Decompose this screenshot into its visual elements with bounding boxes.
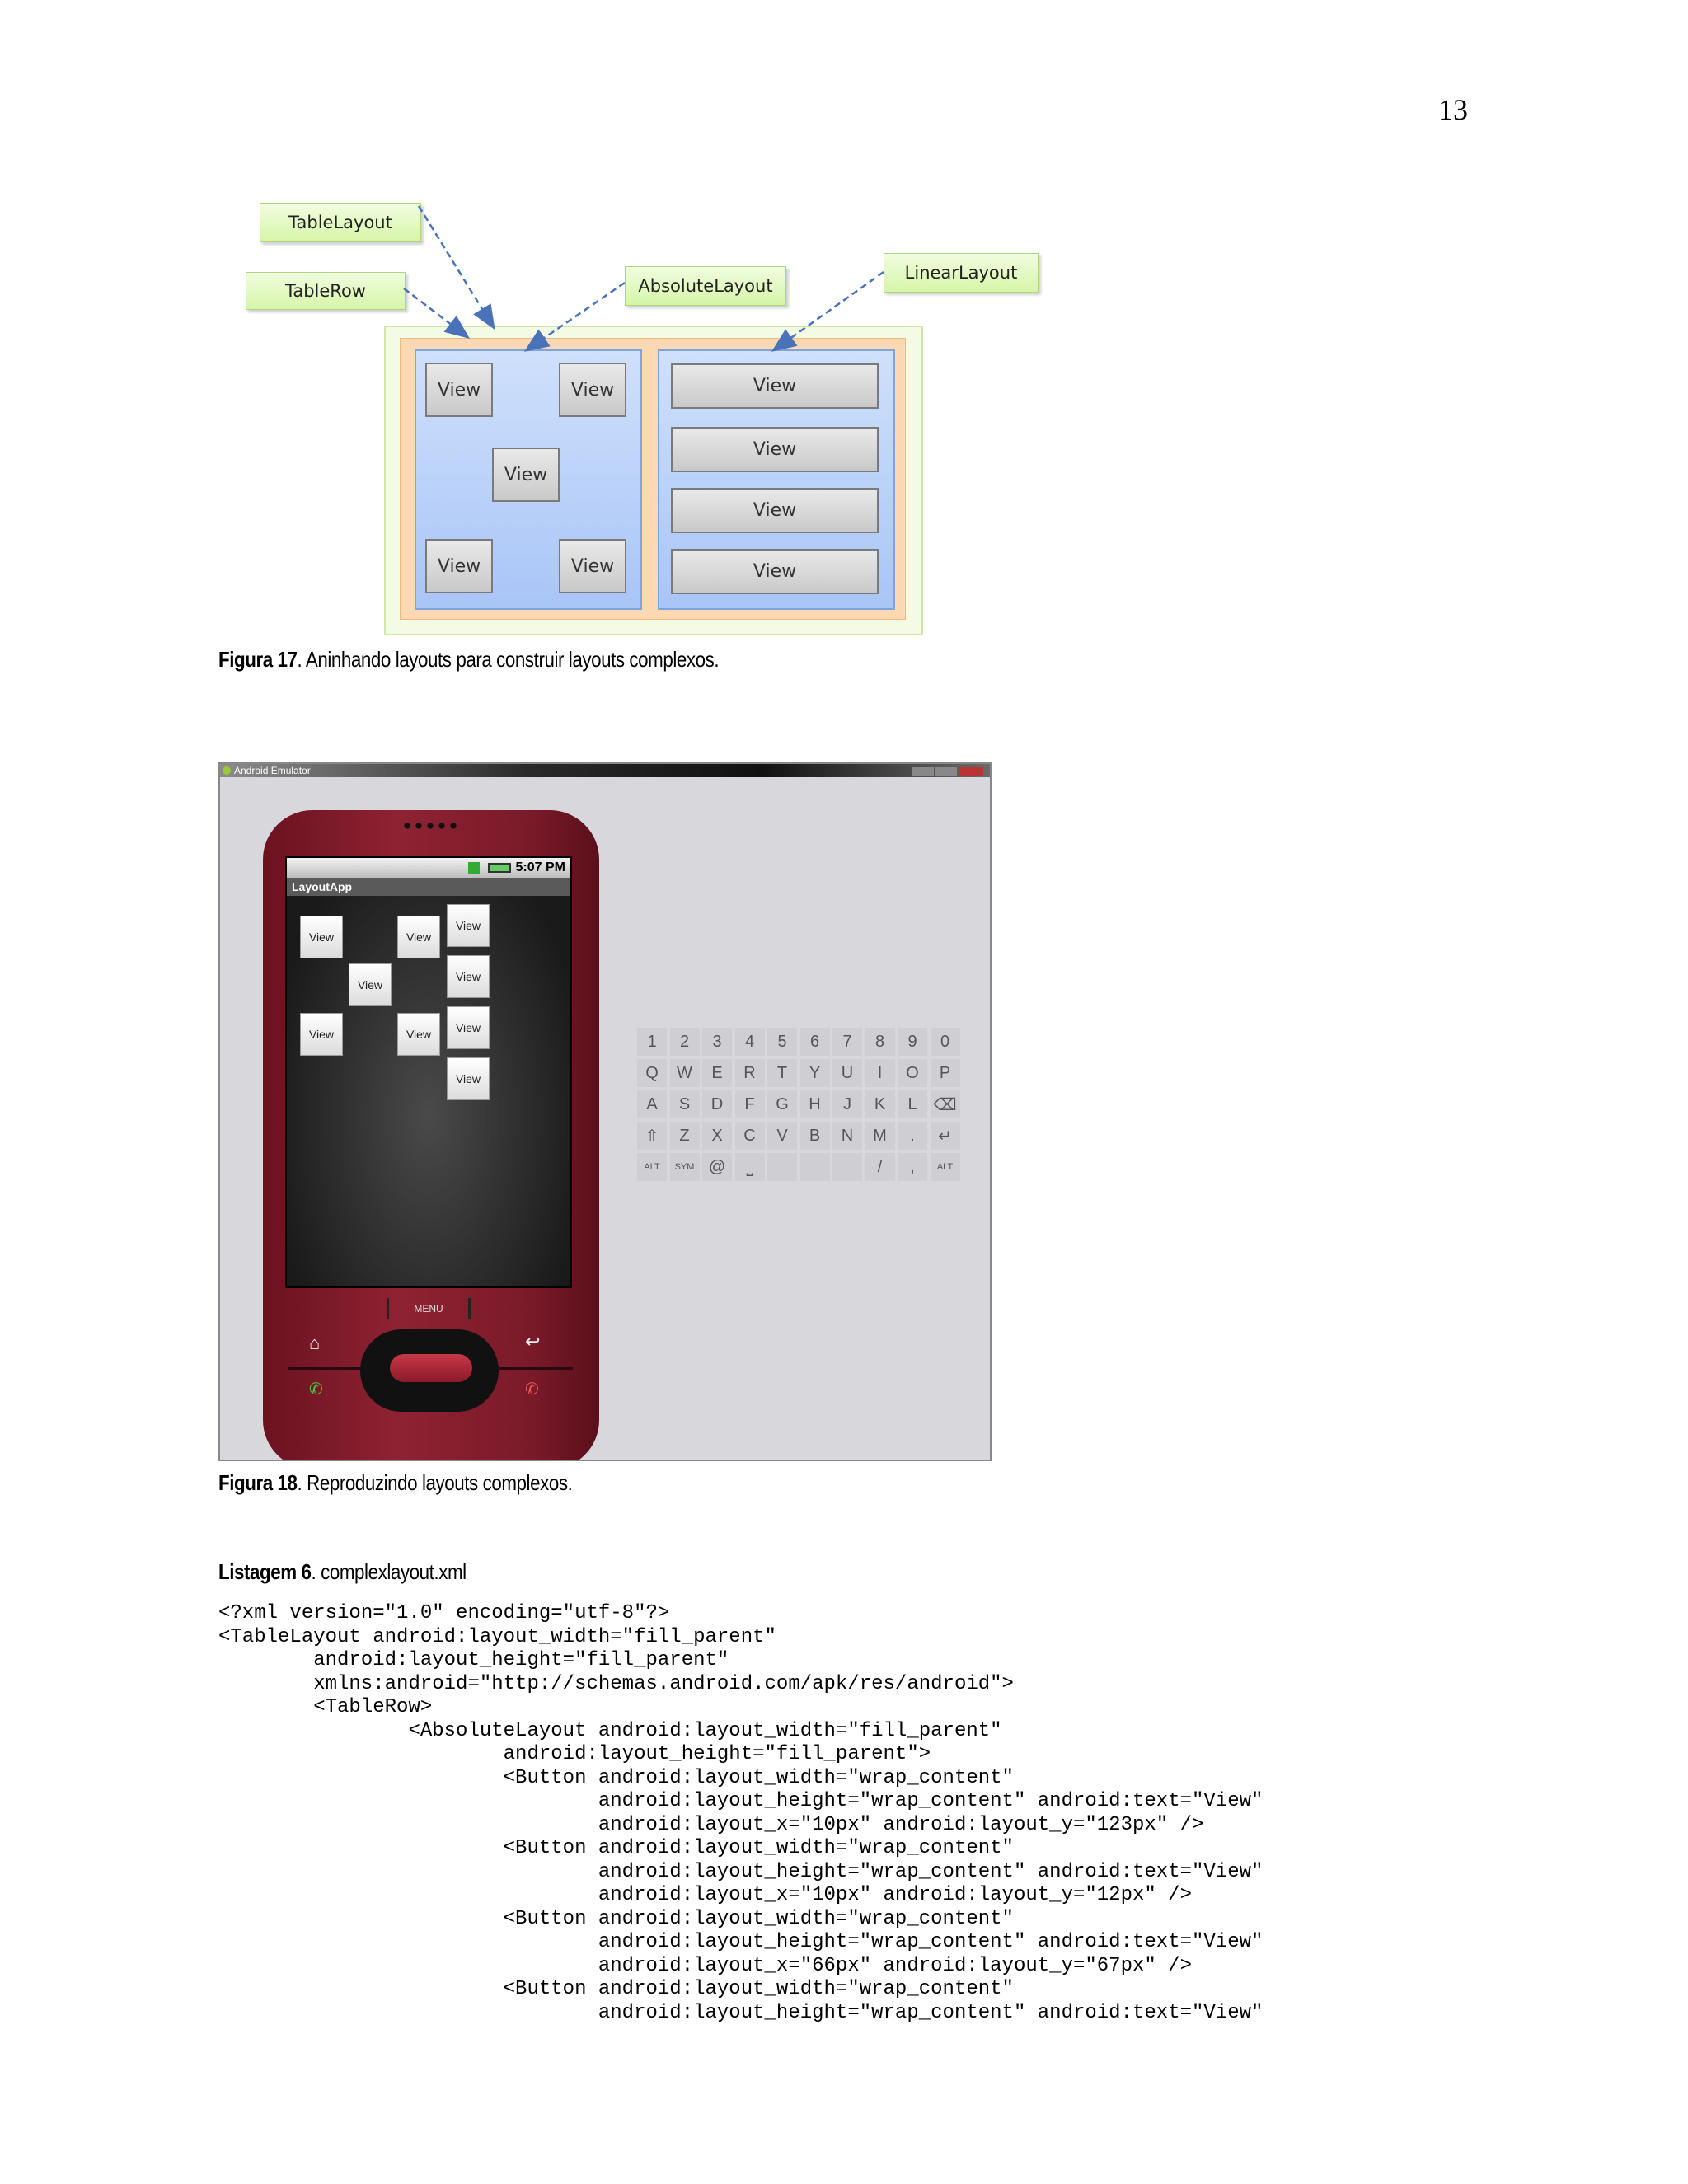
close-icon xyxy=(959,767,983,776)
keyboard-key[interactable]: F xyxy=(735,1090,765,1118)
keyboard-key[interactable]: Z xyxy=(670,1122,700,1150)
keyboard-key[interactable]: Y xyxy=(800,1059,830,1087)
keyboard-key[interactable]: 5 xyxy=(767,1028,797,1056)
keyboard-key[interactable]: T xyxy=(767,1059,797,1087)
menu-button[interactable]: MENU xyxy=(387,1298,471,1319)
caption-text: . complexlayout.xml xyxy=(312,1559,467,1584)
keyboard-key[interactable]: H xyxy=(800,1090,830,1118)
keyboard-key[interactable]: I xyxy=(865,1059,895,1087)
keyboard-key[interactable]: ↵ xyxy=(931,1122,960,1150)
code-listing: <?xml version="1.0" encoding="utf-8"?> <… xyxy=(218,1602,1263,2025)
emulator-title-bar: Android Emulator xyxy=(220,764,990,777)
keyboard-key[interactable]: A xyxy=(637,1090,667,1118)
android-emulator-screenshot: Android Emulator 5:07 PM LayoutApp View … xyxy=(218,762,992,1461)
view-button[interactable]: View xyxy=(447,1057,490,1100)
keyboard-key[interactable]: R xyxy=(735,1059,765,1087)
figure-18-caption: Figura 18. Reproduzindo layouts complexo… xyxy=(218,1470,572,1496)
battery-icon xyxy=(488,863,511,873)
view-button[interactable]: View xyxy=(447,955,490,998)
caption-text: . Aninhando layouts para construir layou… xyxy=(298,647,720,672)
phone-screen: 5:07 PM LayoutApp View View View View Vi… xyxy=(285,856,572,1288)
keyboard-key[interactable]: ALT xyxy=(637,1153,667,1181)
view-button[interactable]: View xyxy=(300,916,343,958)
status-bar: 5:07 PM xyxy=(287,858,570,878)
keyboard-key[interactable]: P xyxy=(931,1059,960,1087)
listing-6-caption: Listagem 6. complexlayout.xml xyxy=(218,1559,467,1585)
keyboard-key[interactable]: . xyxy=(898,1122,927,1150)
keyboard-key[interactable]: C xyxy=(735,1122,765,1150)
view-button[interactable]: View xyxy=(447,904,490,947)
app-title-bar: LayoutApp xyxy=(287,878,570,896)
view-button[interactable]: View xyxy=(397,916,440,958)
keyboard-key[interactable]: 4 xyxy=(735,1028,765,1056)
keyboard-key[interactable]: L xyxy=(898,1090,927,1118)
keyboard-key[interactable]: V xyxy=(767,1122,797,1150)
keyboard-key[interactable]: ⎵ xyxy=(735,1153,765,1181)
phone-body: 5:07 PM LayoutApp View View View View Vi… xyxy=(263,810,599,1461)
caption-text: . Reproduzindo layouts complexos. xyxy=(298,1470,573,1495)
back-icon[interactable]: ↩ xyxy=(525,1331,540,1352)
caption-label: Figura 18 xyxy=(218,1470,298,1495)
keyboard-key[interactable]: B xyxy=(800,1122,830,1150)
keyboard-key[interactable]: / xyxy=(865,1153,895,1181)
call-icon[interactable]: ✆ xyxy=(309,1379,323,1399)
keyboard-key[interactable]: G xyxy=(767,1090,797,1118)
keyboard-key[interactable]: ALT xyxy=(931,1153,960,1181)
caption-label: Listagem 6 xyxy=(218,1559,312,1584)
diagram-arrows xyxy=(0,0,1688,659)
keyboard-key[interactable]: , xyxy=(898,1153,927,1181)
android-icon xyxy=(223,766,231,775)
view-button[interactable]: View xyxy=(397,1013,440,1056)
keyboard-key[interactable]: 0 xyxy=(931,1028,960,1056)
maximize-icon xyxy=(935,767,957,776)
keyboard-key[interactable]: E xyxy=(702,1059,732,1087)
keyboard-key[interactable]: 6 xyxy=(800,1028,830,1056)
view-button[interactable]: View xyxy=(349,963,392,1006)
keyboard-key[interactable]: N xyxy=(832,1122,862,1150)
keyboard-key[interactable]: S xyxy=(670,1090,700,1118)
view-button[interactable]: View xyxy=(300,1013,343,1056)
keyboard-key[interactable]: D xyxy=(702,1090,732,1118)
divider-line xyxy=(288,1367,360,1370)
keyboard-key[interactable]: W xyxy=(670,1059,700,1087)
keyboard-key[interactable] xyxy=(832,1153,862,1181)
signal-icon xyxy=(468,862,480,874)
minimize-icon xyxy=(912,767,934,776)
status-time: 5:07 PM xyxy=(516,860,565,874)
divider-line xyxy=(499,1367,573,1370)
speaker-grill xyxy=(401,822,459,830)
keyboard-key[interactable]: K xyxy=(865,1090,895,1118)
keyboard-key[interactable]: J xyxy=(832,1090,862,1118)
keyboard-key[interactable]: 7 xyxy=(832,1028,862,1056)
keyboard-key[interactable]: 3 xyxy=(702,1028,732,1056)
app-title: LayoutApp xyxy=(292,880,352,893)
trackball-button[interactable] xyxy=(390,1354,472,1382)
keyboard-key[interactable] xyxy=(800,1153,830,1181)
caption-label: Figura 17 xyxy=(218,647,298,672)
keyboard-key[interactable]: ⇧ xyxy=(637,1122,667,1150)
keyboard-key[interactable]: U xyxy=(832,1059,862,1087)
window-title: Android Emulator xyxy=(234,765,311,776)
figure-17-diagram: View View View View View View View View … xyxy=(0,0,1688,659)
keyboard-key[interactable]: M xyxy=(865,1122,895,1150)
keyboard-key[interactable]: @ xyxy=(702,1153,732,1181)
home-icon[interactable]: ⌂ xyxy=(309,1333,320,1354)
figure-17-caption: Figura 17. Aninhando layouts para constr… xyxy=(218,647,719,673)
keyboard-key[interactable]: 2 xyxy=(670,1028,700,1056)
keyboard-key[interactable]: 1 xyxy=(637,1028,667,1056)
keyboard-key[interactable]: 8 xyxy=(865,1028,895,1056)
view-button[interactable]: View xyxy=(447,1006,490,1049)
end-call-icon[interactable]: ✆ xyxy=(525,1379,539,1399)
keyboard-key[interactable] xyxy=(767,1153,797,1181)
keyboard-key[interactable]: X xyxy=(702,1122,732,1150)
keyboard-key[interactable]: SYM xyxy=(670,1153,700,1181)
keyboard-key[interactable]: ⌫ xyxy=(931,1090,960,1118)
keyboard-key[interactable]: Q xyxy=(637,1059,667,1087)
keyboard-key[interactable]: O xyxy=(898,1059,927,1087)
keyboard-key[interactable]: 9 xyxy=(898,1028,927,1056)
window-controls xyxy=(912,766,987,776)
